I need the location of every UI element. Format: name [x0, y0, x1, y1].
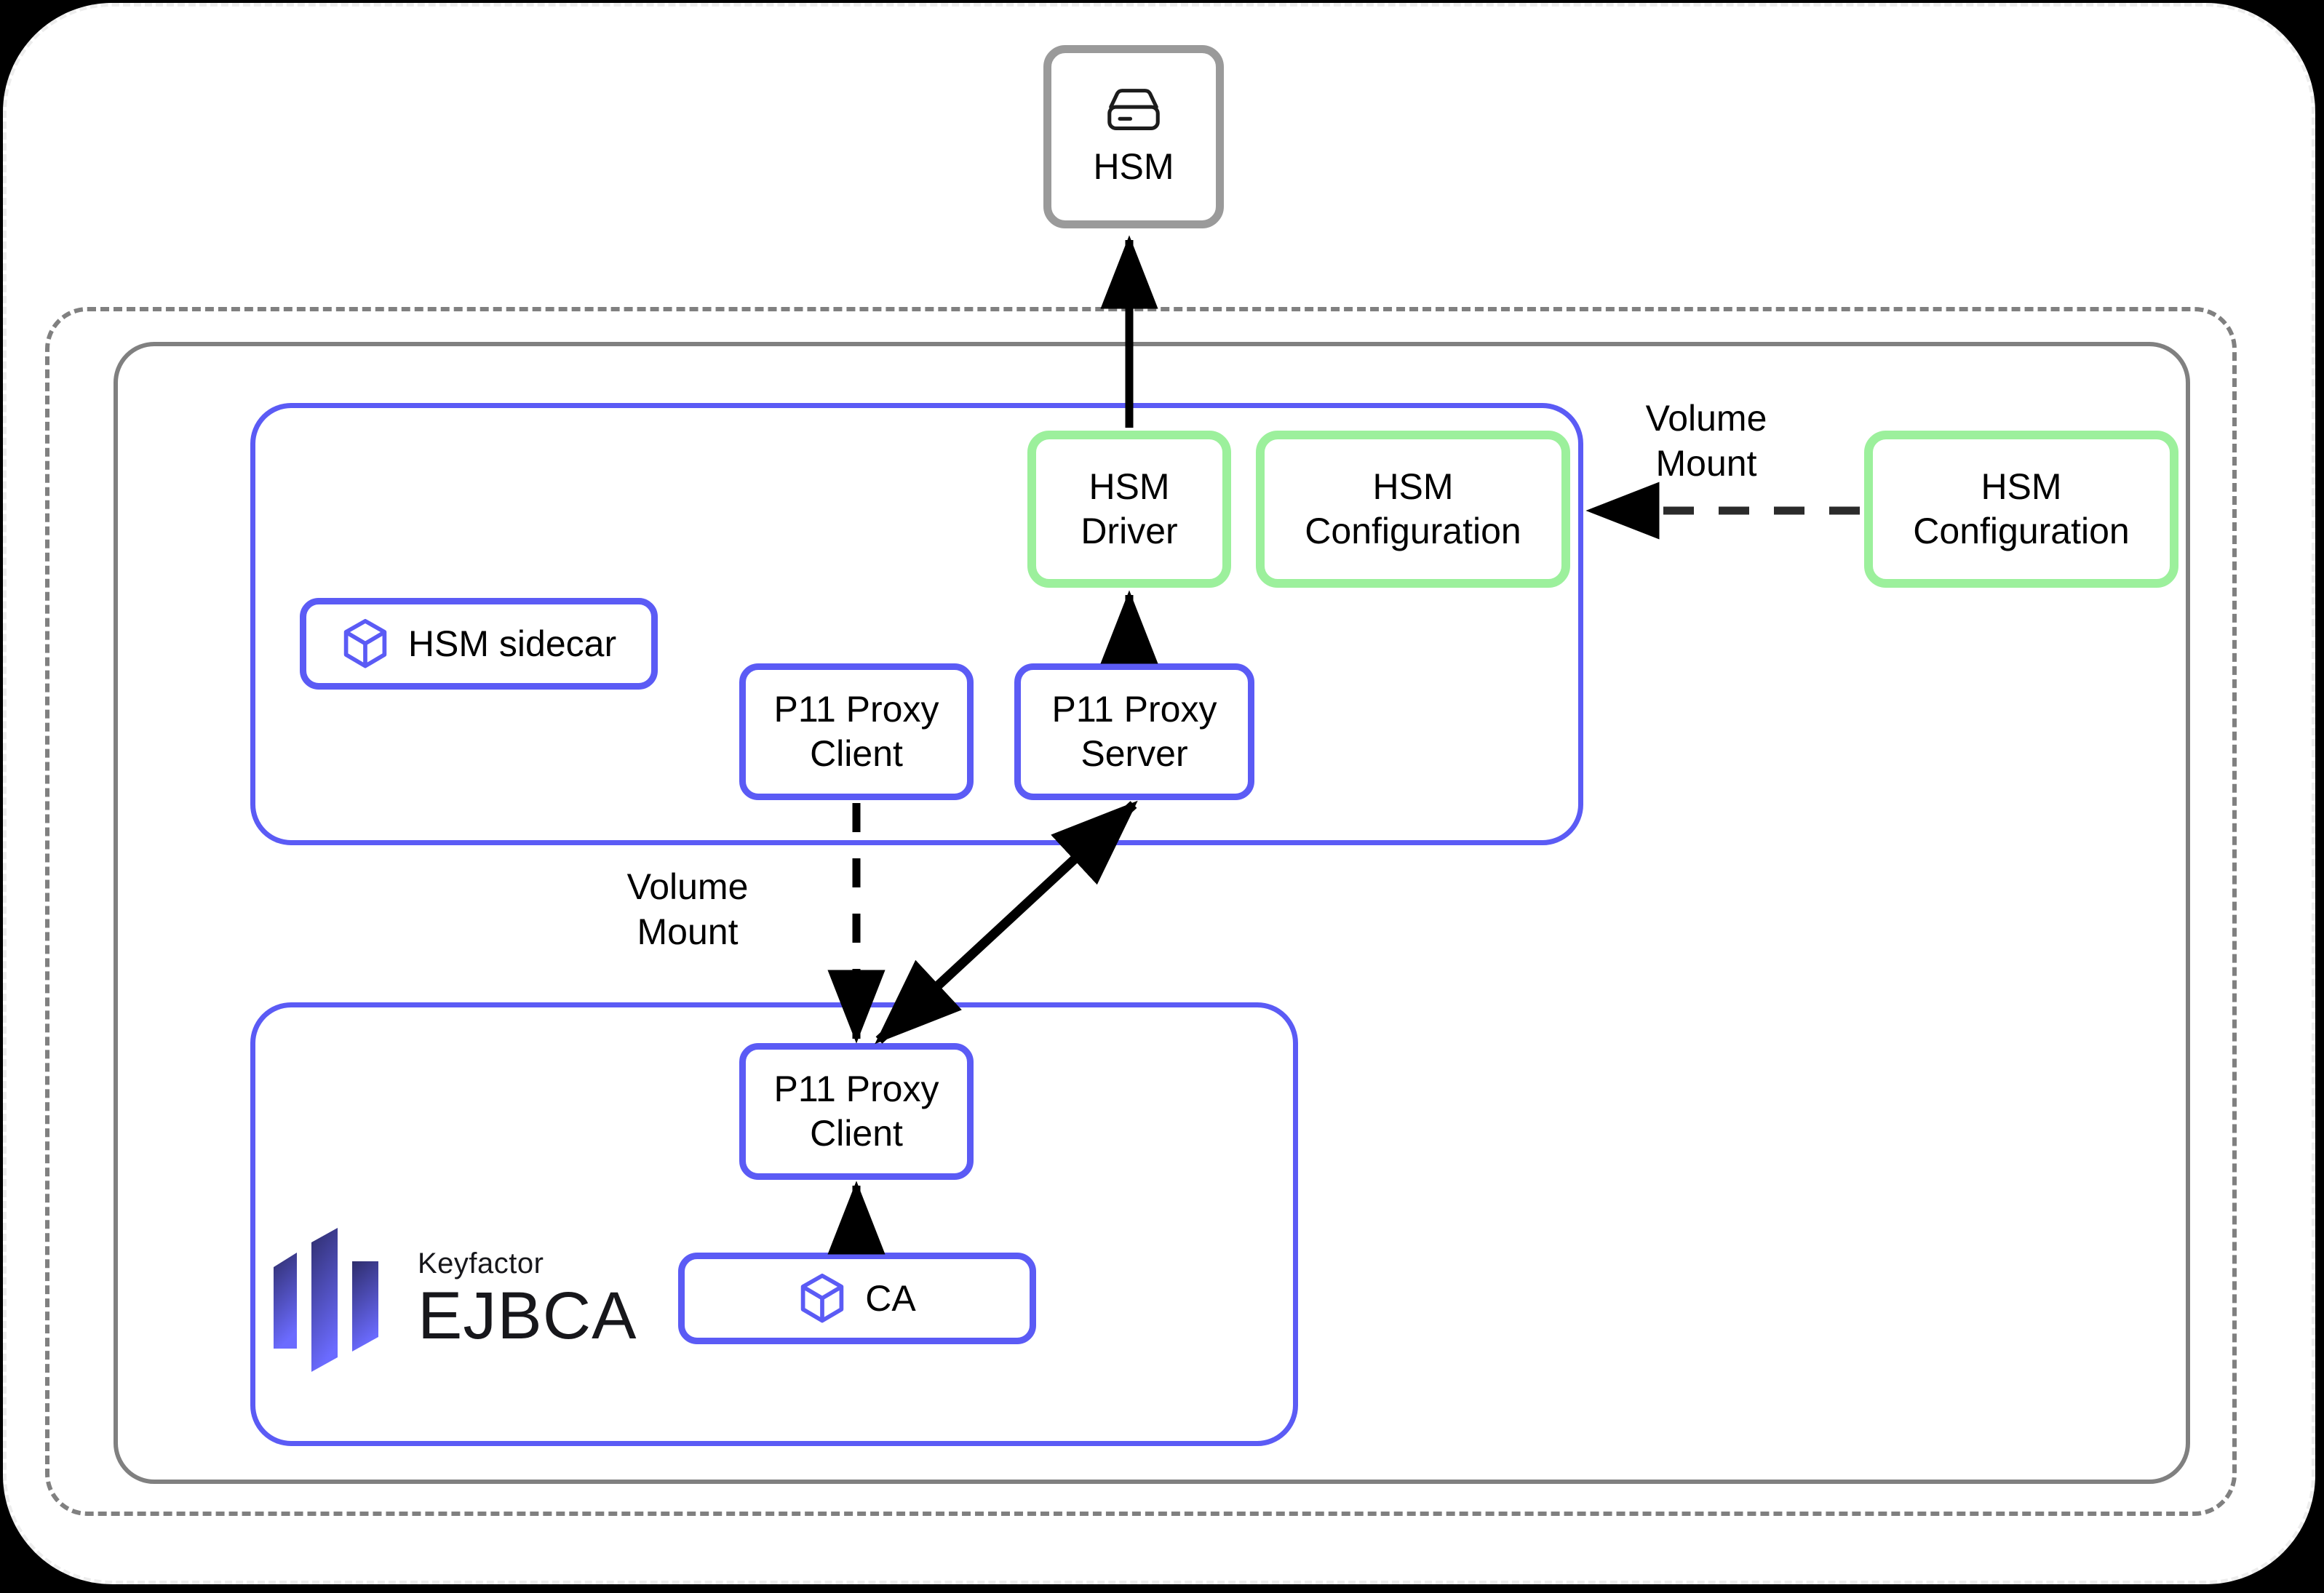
node-hsm-driver-label: HSM Driver [1081, 466, 1178, 551]
keyfactor-bars-icon [268, 1226, 393, 1372]
node-hsm-sidecar[interactable]: HSM sidecar [300, 598, 658, 690]
hard-drive-icon [1102, 85, 1165, 135]
node-hsm-configuration-inner[interactable]: HSM Configuration [1256, 431, 1570, 588]
cluster-frame-namespace [114, 342, 2190, 1484]
node-ca[interactable]: CA [678, 1253, 1036, 1344]
node-p11-proxy-client-ejbca[interactable]: P11 Proxy Client [739, 1043, 974, 1180]
node-p11-proxy-client-sidecar-label: P11 Proxy Client [773, 689, 939, 774]
pod-frame-ejbca [250, 1002, 1298, 1446]
node-hsm-sidecar-label: HSM sidecar [407, 623, 617, 664]
node-p11-proxy-server-label: P11 Proxy Server [1051, 689, 1217, 774]
edge-label-volume-mount-right: Volume Mount [1645, 398, 1767, 484]
node-hsm[interactable]: HSM [1043, 45, 1224, 228]
node-hsm-configuration-outer-label: HSM Configuration [1913, 466, 2130, 551]
logo-product-label: EJBCA [418, 1279, 637, 1353]
node-p11-proxy-client-sidecar[interactable]: P11 Proxy Client [739, 663, 974, 800]
node-hsm-driver[interactable]: HSM Driver [1027, 431, 1231, 588]
cluster-frame-outer [45, 307, 2237, 1516]
keyfactor-ejbca-logo: Keyfactor EJBCA [268, 1226, 637, 1372]
node-p11-proxy-server[interactable]: P11 Proxy Server [1014, 663, 1254, 800]
edge-label-volume-mount-center: Volume Mount [626, 866, 749, 952]
cube-icon [341, 618, 389, 670]
cube-icon [798, 1272, 846, 1325]
node-p11-proxy-client-ejbca-label: P11 Proxy Client [773, 1069, 939, 1154]
node-hsm-configuration-inner-label: HSM Configuration [1305, 466, 1521, 551]
logo-brand-label: Keyfactor [418, 1247, 544, 1279]
node-hsm-configuration-outer[interactable]: HSM Configuration [1864, 431, 2178, 588]
node-ca-label: CA [865, 1277, 916, 1319]
node-hsm-label: HSM [1093, 145, 1174, 187]
